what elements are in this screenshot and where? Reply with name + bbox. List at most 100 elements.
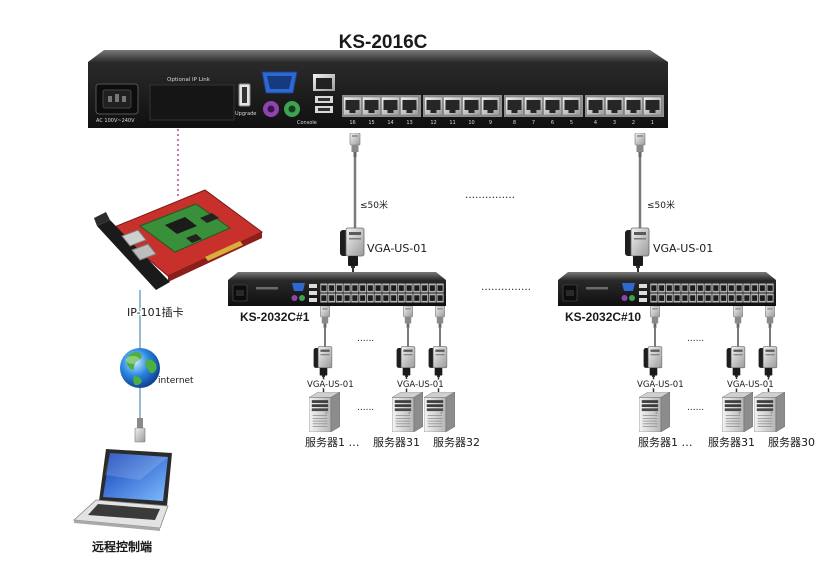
middle-ellipsis: …………… <box>481 282 531 293</box>
rj45-plug-icon <box>134 418 146 443</box>
rj45-port-notch <box>530 110 537 113</box>
globe-icon <box>120 348 160 388</box>
vga-usb-dongle-icon <box>313 346 333 377</box>
laptop-icon <box>73 449 172 531</box>
power-label: AC 100V~240V <box>96 118 135 124</box>
remote-client-label: 远程控制端 <box>92 539 152 554</box>
rj45-port-opening <box>364 100 379 110</box>
rj45-plug-icon <box>732 306 744 328</box>
tower-server-icon <box>392 392 423 432</box>
port-number-label: 12 <box>430 120 436 126</box>
ps2-mouse-port-hole <box>288 105 296 113</box>
vga-port-icon <box>261 71 298 94</box>
rj45-port-opening <box>345 100 360 110</box>
rj45-port-opening <box>545 100 560 110</box>
ks-2032c-1-device <box>228 272 446 306</box>
rj45-port-notch <box>468 110 475 113</box>
rj45-port-notch <box>649 110 656 113</box>
server-label: 服务器1 … <box>305 436 360 449</box>
adapter-label: VGA-US-01 <box>727 380 774 390</box>
tower-server-icon <box>424 392 455 432</box>
rj45-port-notch <box>592 110 599 113</box>
upper-ellipsis: …………… <box>465 190 515 201</box>
rj45-port-notch <box>549 110 556 113</box>
rj45-port-opening <box>483 100 498 110</box>
vga-usb-dongle-icon <box>726 346 746 377</box>
upgrade-usb-port-icon <box>238 83 251 107</box>
power-socket-icon <box>95 83 139 115</box>
vga-usb-dongle-icon <box>643 346 663 377</box>
ip-card-slot <box>149 84 235 121</box>
rj45-plug-icon <box>649 306 661 328</box>
server-label: 服务器31 <box>373 436 420 449</box>
port-number-label: 7 <box>532 120 535 126</box>
port-number-label: 10 <box>468 120 474 126</box>
distance-label: ≤50米 <box>647 199 675 211</box>
rj45-port-notch <box>406 110 413 113</box>
ip-101-card-icon <box>94 189 263 290</box>
tower-server-icon <box>309 392 340 432</box>
upgrade-label: Upgrade <box>235 111 256 117</box>
server-label: 服务器30 <box>768 436 815 449</box>
rj45-port-opening <box>526 100 541 110</box>
vga-usb-dongle-icon <box>396 346 416 377</box>
rj45-plug-icon <box>764 306 776 328</box>
branch-ellipsis-bottom: ...... <box>357 403 374 413</box>
switch-10-label: KS-2032C#10 <box>565 310 641 324</box>
port-number-label: 13 <box>406 120 412 126</box>
main-kvm-top <box>88 50 668 62</box>
port-number-label: 4 <box>594 120 597 126</box>
rj45-port-notch <box>568 110 575 113</box>
vga-usb-dongle-icon <box>428 346 448 377</box>
switch-1-server-branch: VGA-US-01 VGA-US-01 ...... ...... 服务器1 …… <box>305 306 480 449</box>
switch-1-label: KS-2032C#1 <box>240 310 310 324</box>
rj45-port-opening <box>445 100 460 110</box>
adapter-label: VGA-US-01 <box>367 242 427 255</box>
vga-usb-dongle-icon <box>340 227 365 268</box>
branch-ellipsis-bottom: ...... <box>687 403 704 413</box>
port-number-label: 9 <box>489 120 492 126</box>
rj45-port-notch <box>611 110 618 113</box>
usb-port-icon <box>315 96 333 113</box>
rj45-port-notch <box>487 110 494 113</box>
uplink-2: ≤50米 VGA-US-01 <box>625 133 713 276</box>
console-label: Console <box>297 120 317 126</box>
rj45-plug-icon <box>402 306 414 328</box>
port-number-label: 3 <box>613 120 616 126</box>
lan-port-icon <box>313 74 335 91</box>
main-kvm-device: AC 100V~240V Optional IP Link Upgrade Co… <box>88 50 668 128</box>
tower-server-icon <box>639 392 670 432</box>
port-number-label: 11 <box>449 120 455 126</box>
rj45-plug-icon <box>634 133 646 157</box>
uplink-1: ≤50米 VGA-US-01 <box>340 133 427 276</box>
switch-10-server-branch: VGA-US-01 VGA-US-01 ...... ...... 服务器1 …… <box>636 306 815 449</box>
rj45-port-opening <box>645 100 660 110</box>
adapter-label: VGA-US-01 <box>637 380 684 390</box>
vga-usb-dongle-icon <box>758 346 778 377</box>
rj45-plug-icon <box>319 306 331 328</box>
port-number-label: 5 <box>570 120 573 126</box>
rj45-port-opening <box>626 100 641 110</box>
rj45-port-opening <box>507 100 522 110</box>
rj45-port-notch <box>368 110 375 113</box>
rj45-port-notch <box>630 110 637 113</box>
branch-ellipsis-top: ...... <box>687 334 704 344</box>
ks-2032c-10-device <box>558 272 776 306</box>
rj45-plug-icon <box>434 306 446 328</box>
port-number-label: 14 <box>387 120 393 126</box>
server-label: 服务器31 <box>708 436 755 449</box>
rj45-plug-icon <box>349 133 361 157</box>
rj45-port-opening <box>564 100 579 110</box>
vga-usb-dongle-icon <box>625 227 650 268</box>
port-number-label: 1 <box>651 120 654 126</box>
adapter-label: VGA-US-01 <box>397 380 444 390</box>
server-label: 服务器1 … <box>638 436 693 449</box>
port-number-label: 8 <box>513 120 516 126</box>
port-number-label: 15 <box>368 120 374 126</box>
rj45-port-opening <box>383 100 398 110</box>
server-label: 服务器32 <box>433 436 480 449</box>
tower-server-icon <box>722 392 753 432</box>
diagram-title: KS-2016C <box>339 32 428 53</box>
ps2-keyboard-port-hole <box>267 105 275 113</box>
